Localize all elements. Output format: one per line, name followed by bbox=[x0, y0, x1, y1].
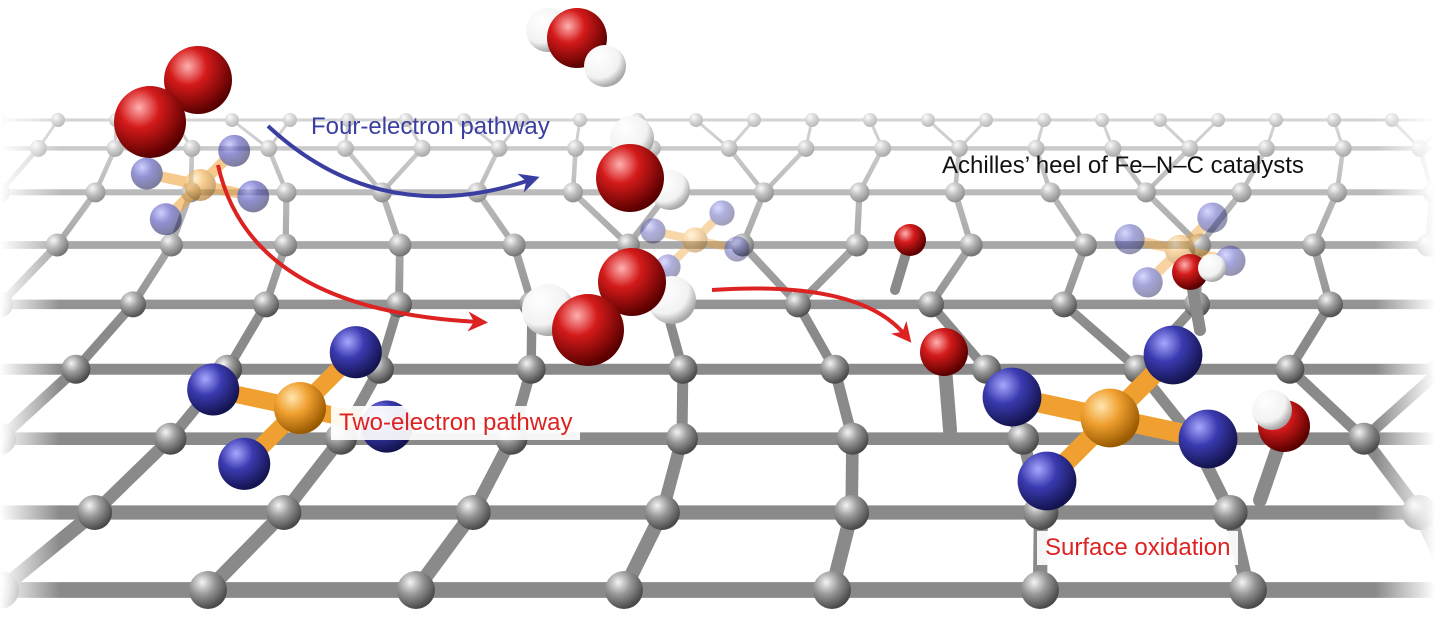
nitrogen-atom bbox=[1178, 409, 1238, 469]
right-fade bbox=[1375, 0, 1435, 640]
fe-n4-site bbox=[982, 325, 1238, 511]
carbon-atom bbox=[1275, 354, 1305, 384]
nitrogen-atom bbox=[218, 134, 251, 167]
oxygen-atom bbox=[164, 46, 232, 114]
iron-atom bbox=[184, 169, 216, 201]
oxygen-atom bbox=[598, 248, 666, 316]
nitrogen-atom bbox=[709, 200, 735, 226]
nitrogen-atom bbox=[1143, 325, 1203, 385]
nitrogen-atom bbox=[1114, 224, 1145, 255]
carbon-atom bbox=[820, 354, 850, 384]
hydrogen-atom bbox=[584, 45, 626, 87]
left-fade bbox=[0, 0, 60, 640]
carbon-atom bbox=[189, 571, 227, 609]
carbon-atom bbox=[836, 422, 869, 455]
nitrogen-atom bbox=[1197, 202, 1228, 233]
nitrogen-atom bbox=[1017, 451, 1077, 511]
oxygen-atom bbox=[596, 144, 664, 212]
oxygen-atom bbox=[552, 294, 624, 366]
carbon-atom bbox=[644, 494, 680, 530]
carbon-atom bbox=[666, 422, 698, 455]
active-sites bbox=[130, 134, 1246, 511]
hydrogen-atom bbox=[1198, 254, 1226, 282]
carbon-atom bbox=[1229, 571, 1267, 609]
nitrogen-atom bbox=[1132, 267, 1163, 298]
four-electron-arrow bbox=[266, 124, 540, 199]
four-electron-label: Four-electron pathway bbox=[311, 113, 550, 140]
carbon-atom bbox=[397, 571, 435, 609]
carbon-atom bbox=[516, 354, 546, 384]
iron-atom bbox=[682, 227, 708, 253]
carbon-atom bbox=[605, 571, 643, 609]
carbon-atom bbox=[834, 494, 870, 530]
carbon-atom bbox=[61, 354, 91, 384]
surface-oxidation-arrow bbox=[711, 286, 912, 343]
carbon-atom bbox=[668, 354, 698, 384]
carbon-atom bbox=[266, 494, 302, 530]
nitrogen-atom bbox=[724, 236, 750, 262]
carbon-atom bbox=[813, 571, 851, 609]
carbon-atom bbox=[455, 494, 491, 530]
carbon-atom bbox=[1007, 422, 1039, 455]
two-electron-label: Two-electron pathway bbox=[331, 406, 581, 440]
nitrogen-atom bbox=[187, 363, 240, 416]
molecules bbox=[114, 8, 1310, 507]
iron-atom bbox=[1080, 388, 1140, 448]
nitrogen-atom bbox=[218, 437, 271, 490]
nitrogen-atom bbox=[130, 157, 163, 190]
fe-n4-site bbox=[1114, 202, 1246, 298]
nitrogen-atom bbox=[149, 203, 182, 236]
fe-n4-site bbox=[640, 200, 750, 280]
carbon-atom bbox=[1021, 571, 1059, 609]
carbon-atom bbox=[1212, 494, 1248, 530]
carbon-atom bbox=[77, 494, 113, 530]
carbon-atom bbox=[154, 422, 187, 455]
figure-title: Achilles’ heel of Fe–N–C catalysts bbox=[942, 152, 1304, 179]
nitrogen-atom bbox=[329, 326, 382, 379]
nitrogen-atom bbox=[237, 180, 270, 213]
nitrogen-atom bbox=[640, 218, 666, 244]
oxygen-atom bbox=[894, 224, 926, 256]
oxygen-atom bbox=[114, 86, 186, 158]
iron-atom bbox=[273, 381, 327, 435]
hydrogen-atom bbox=[1252, 390, 1292, 430]
two-electron-arrow bbox=[216, 164, 488, 332]
surface-oxidation-label: Surface oxidation bbox=[1037, 531, 1239, 565]
nitrogen-atom bbox=[982, 367, 1042, 427]
carbon-atom bbox=[1348, 422, 1380, 455]
oxygen-atom bbox=[920, 328, 968, 376]
